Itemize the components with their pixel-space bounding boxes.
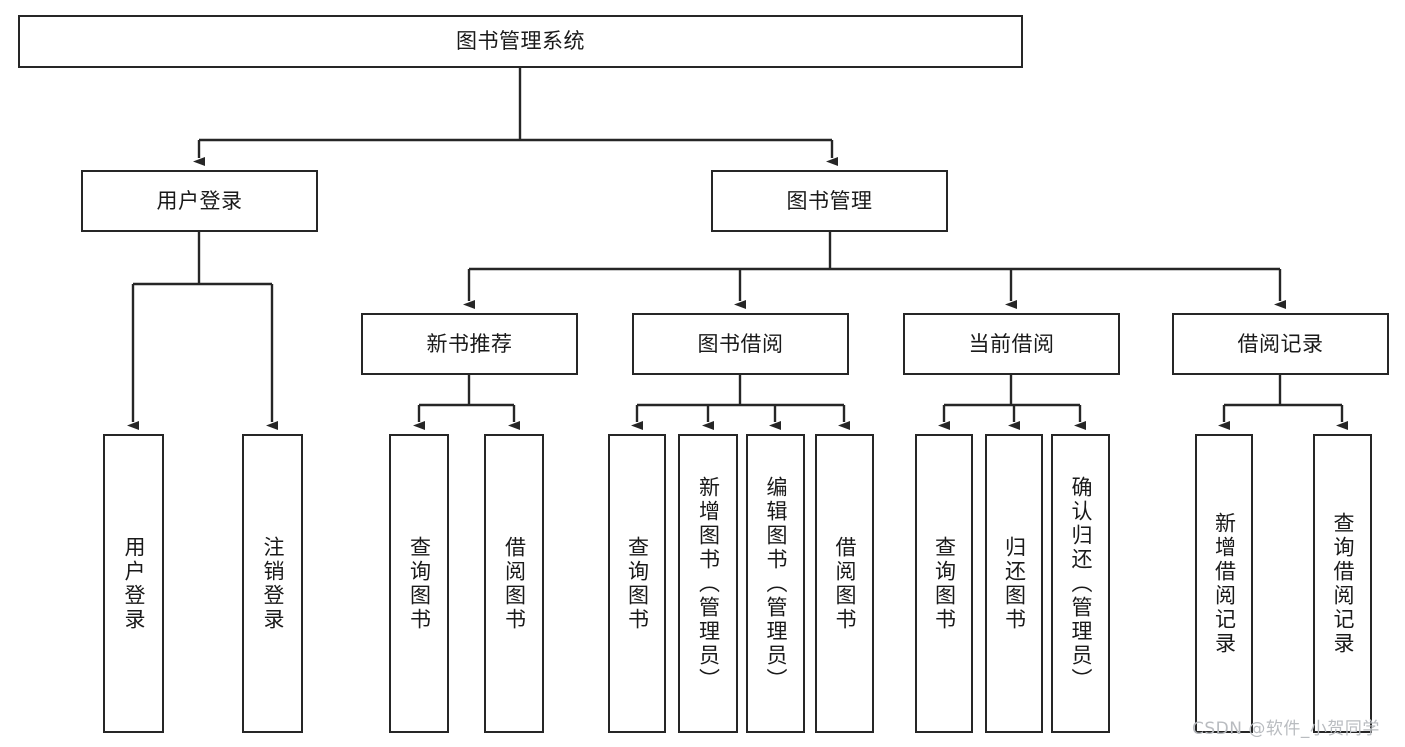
node-leaf-query-book-cur[interactable]: 查询图书 xyxy=(915,434,973,733)
node-leaf-add-book-admin-label: 新增图书（管理员） xyxy=(696,475,721,692)
node-leaf-borrow-book-bor[interactable]: 借阅图书 xyxy=(815,434,874,733)
node-root[interactable]: 图书管理系统 xyxy=(18,15,1023,68)
node-leaf-add-borrow-record-label: 新增借阅记录 xyxy=(1212,511,1237,656)
node-leaf-borrow-book-rec-label: 借阅图书 xyxy=(502,535,527,632)
node-leaf-add-borrow-record[interactable]: 新增借阅记录 xyxy=(1195,434,1253,733)
node-leaf-add-book-admin[interactable]: 新增图书（管理员） xyxy=(678,434,738,733)
node-book-manage[interactable]: 图书管理 xyxy=(711,170,948,232)
node-user-login-label: 用户登录 xyxy=(156,188,243,213)
node-borrow-record[interactable]: 借阅记录 xyxy=(1172,313,1389,375)
node-book-manage-label: 图书管理 xyxy=(786,188,873,213)
node-new-book-rec-label: 新书推荐 xyxy=(426,331,513,356)
node-leaf-query-borrow-record-label: 查询借阅记录 xyxy=(1331,511,1355,656)
node-leaf-query-book-rec[interactable]: 查询图书 xyxy=(389,434,449,733)
node-current-borrow-label: 当前借阅 xyxy=(968,331,1055,356)
node-book-borrow-label: 图书借阅 xyxy=(697,331,784,356)
node-leaf-return-book[interactable]: 归还图书 xyxy=(985,434,1043,733)
node-leaf-borrow-book-bor-label: 借阅图书 xyxy=(833,535,857,632)
node-leaf-user-login[interactable]: 用户登录 xyxy=(103,434,164,733)
node-leaf-query-borrow-record[interactable]: 查询借阅记录 xyxy=(1313,434,1372,733)
node-new-book-rec[interactable]: 新书推荐 xyxy=(361,313,578,375)
node-leaf-confirm-return[interactable]: 确认归还（管理员） xyxy=(1051,434,1110,733)
node-leaf-user-login-label: 用户登录 xyxy=(122,535,146,632)
node-borrow-record-label: 借阅记录 xyxy=(1237,331,1324,356)
node-leaf-borrow-book-rec[interactable]: 借阅图书 xyxy=(484,434,544,733)
node-user-login[interactable]: 用户登录 xyxy=(81,170,318,232)
node-leaf-query-book-cur-label: 查询图书 xyxy=(932,535,957,632)
node-leaf-return-book-label: 归还图书 xyxy=(1002,535,1027,632)
node-book-borrow[interactable]: 图书借阅 xyxy=(632,313,849,375)
node-leaf-query-book-rec-label: 查询图书 xyxy=(407,535,432,632)
node-leaf-edit-book-admin-label: 编辑图书（管理员） xyxy=(764,475,788,692)
node-leaf-edit-book-admin[interactable]: 编辑图书（管理员） xyxy=(746,434,805,733)
node-leaf-query-book-bor-label: 查询图书 xyxy=(625,535,650,632)
node-leaf-confirm-return-label: 确认归还（管理员） xyxy=(1069,475,1093,692)
csdn-watermark: CSDN @软件_小贺同学 xyxy=(1192,719,1380,739)
node-leaf-logout-label: 注销登录 xyxy=(261,535,285,632)
node-leaf-logout[interactable]: 注销登录 xyxy=(242,434,303,733)
node-leaf-query-book-bor[interactable]: 查询图书 xyxy=(608,434,666,733)
node-current-borrow[interactable]: 当前借阅 xyxy=(903,313,1120,375)
node-root-label: 图书管理系统 xyxy=(456,29,585,54)
